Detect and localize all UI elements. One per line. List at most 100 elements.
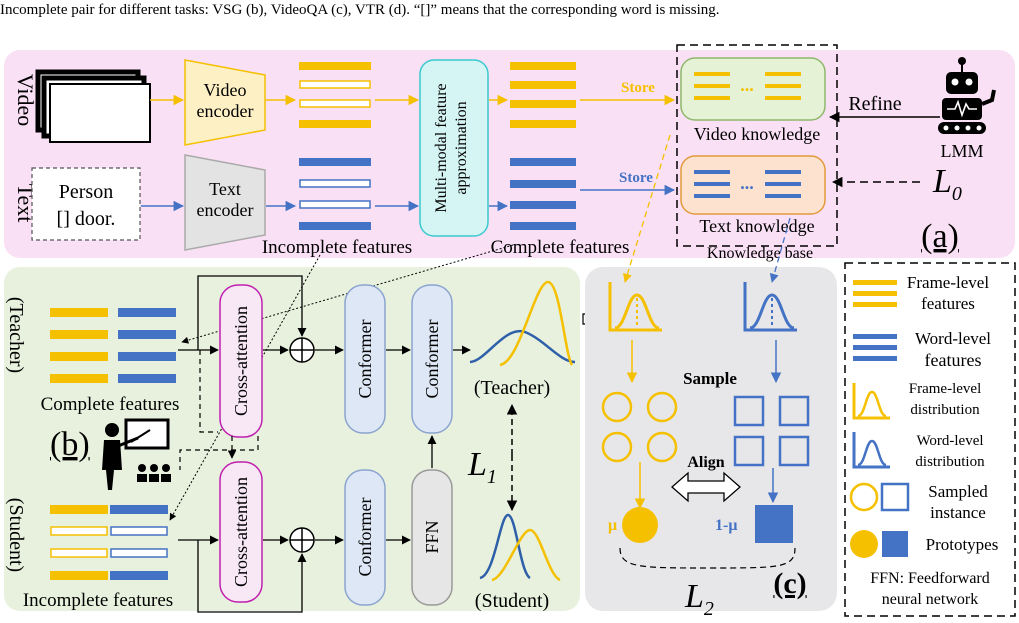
legend-frame-distribution-icon [852, 383, 890, 420]
legend-ffn-def-1: FFN: Feedforward [870, 570, 990, 587]
conformer-teacher-1-label: Conformer [355, 320, 375, 399]
student-distribution [479, 513, 561, 582]
legend-word-features-2: features [925, 350, 982, 370]
ffn-block [411, 469, 453, 606]
word-prototype [755, 505, 793, 543]
conformer-student [344, 469, 386, 606]
text-knowledge-features [694, 170, 801, 198]
legend-ffn-def-2: neural network [882, 591, 978, 608]
text-encoder-block [184, 154, 266, 251]
incomplete-text-features [299, 158, 371, 230]
complete-text-features [510, 158, 576, 230]
approx-label-2: approximation [453, 101, 470, 194]
sum-op-bottom [289, 527, 315, 553]
legend-frame-distribution-2: distribution [910, 402, 980, 418]
video-encoder-label-2: encoder [197, 101, 254, 121]
legend-sampled-instance-1: Sampled [928, 482, 988, 501]
legend-frame-distribution-1: Frame-level [909, 381, 981, 397]
legend-word-distribution-icon [852, 432, 890, 469]
teacher-output-label: (Teacher) [474, 377, 550, 399]
legend-sampled-instance-2: instance [930, 503, 986, 522]
legend-sampled-square-icon [880, 482, 910, 512]
cross-attention-bottom [219, 461, 263, 603]
loss-l2-subscript: 2 [704, 598, 714, 620]
teacher-residual-path [197, 275, 307, 350]
teacher-side-label: (Teacher) [5, 297, 27, 373]
teacher-features-label: Complete features [41, 394, 180, 415]
legend-word-features-icon [853, 334, 897, 361]
legend-word-distribution-2: distribution [915, 454, 985, 470]
video-encoder-label-1: Video [204, 80, 247, 100]
cross-attention-top [219, 284, 263, 438]
panel-b: (Teacher) (Student) Complete features (b… [4, 244, 580, 613]
frame-distribution-icon [608, 282, 662, 332]
video-knowledge-label: Video knowledge [694, 124, 820, 144]
sample-label: Sample [683, 369, 737, 388]
l2-brace [619, 547, 796, 569]
complete-features-label: Complete features [491, 237, 630, 258]
word-knowledge-to-distribution [769, 217, 791, 283]
conformer-teacher-2 [411, 284, 453, 434]
legend-prototypes: Prototypes [926, 535, 999, 554]
student-output-label: (Student) [475, 590, 549, 612]
legend: Frame-level features Word-level features… [844, 262, 1016, 617]
panel-c-tag: (c) [773, 567, 806, 600]
one-minus-mu-label: 1-μ [715, 517, 737, 534]
panel-a-tag: (a) [921, 218, 959, 255]
video-knowledge-ellipsis: ... [740, 75, 754, 95]
ffn-label: FFN [422, 520, 442, 553]
loss-l2: L2 [684, 578, 714, 620]
incomplete-video-features [299, 62, 371, 128]
refine-label: Refine [848, 93, 901, 115]
panel-a-background [4, 50, 1015, 258]
figure-caption: Incomplete pair for different tasks: VSG… [0, 2, 720, 18]
robot-icon [938, 57, 996, 134]
loss-l0-subscript: 0 [952, 183, 962, 205]
approx-label-1: Multi-modal feature [433, 83, 450, 212]
legend-word-features-1: Word-level [915, 329, 991, 348]
text-encoder-label-1: Text [209, 179, 241, 199]
sum-op-top [289, 337, 315, 363]
loss-l1-symbol: L [467, 446, 487, 483]
loss-l0-symbol: L [932, 163, 952, 200]
conformer-student-label: Conformer [355, 498, 375, 577]
incomplete-features-label: Incomplete features [262, 237, 412, 258]
panel-c: Sample μ 1-μ Align L2 (c) [585, 134, 837, 620]
row-label-video: Video [13, 74, 38, 126]
panel-a: Video Text Video encoder Person [] door.… [4, 44, 1015, 262]
legend-prototype-circle-icon [850, 530, 878, 558]
legend-frame-features-2: features [921, 294, 975, 313]
lmm-label: LMM [940, 141, 983, 161]
align-label: Align [687, 454, 724, 471]
store-text-label: Store [619, 170, 653, 186]
student-features-label: Incomplete features [23, 590, 173, 611]
loss-l1-subscript: 1 [487, 466, 497, 488]
text-input-line-1: Person [59, 181, 113, 203]
student-incomplete-features [50, 505, 168, 580]
video-knowledge-features [694, 72, 801, 100]
legend-box [844, 262, 1016, 617]
loss-l2-symbol: L [684, 578, 704, 615]
text-knowledge-ellipsis: ... [740, 173, 754, 193]
word-distribution-icon [743, 282, 797, 332]
legend-frame-features-icon [853, 280, 897, 307]
video-encoder-block [184, 59, 266, 146]
text-knowledge-label: Text knowledge [699, 216, 814, 236]
teacher-distribution [469, 280, 576, 367]
align-double-arrow [671, 471, 741, 503]
complete-video-features [510, 62, 576, 128]
frame-prototype [622, 507, 658, 543]
text-input-box [31, 167, 141, 241]
text-input-line-2: [] door. [57, 208, 116, 230]
multimodal-approximation-block [419, 59, 489, 237]
cross-attention-bottom-label: Cross-attention [231, 477, 251, 587]
text-encoder-label-2: encoder [197, 200, 254, 220]
legend-sampled-circle-icon [849, 482, 879, 512]
knowledge-base-label: Knowledge base [707, 245, 813, 262]
dashed-attn-link-2 [179, 436, 259, 470]
teacher-icon [102, 418, 171, 490]
dashed-attn-link-3 [199, 350, 218, 433]
frame-knowledge-to-distribution [623, 134, 671, 283]
mu-label: μ [608, 517, 617, 534]
